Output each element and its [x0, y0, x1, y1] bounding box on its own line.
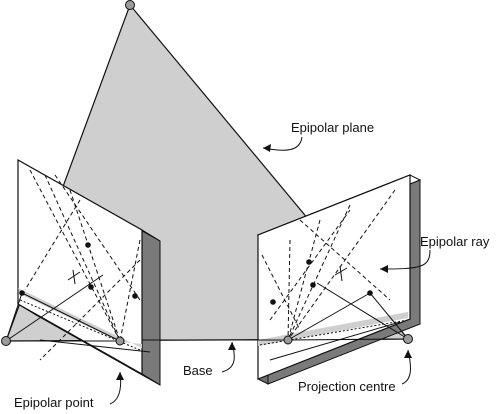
right-image-point-1 — [270, 299, 276, 305]
label-base: Base — [183, 363, 213, 378]
left-epipolar-point-node — [115, 336, 125, 346]
left-projection-centre-node — [1, 336, 11, 346]
left-image-plane-strip — [18, 288, 142, 348]
left-image-point-3 — [88, 284, 94, 290]
left-image-point-2 — [85, 242, 91, 248]
right-image-point-2 — [306, 259, 312, 265]
label-epipolar-plane: Epipolar plane — [291, 120, 374, 135]
right-epipolar-point-node — [283, 335, 293, 345]
right-image-point-3 — [310, 282, 316, 288]
label-projection-centre: Projection centre — [298, 379, 396, 394]
epipolar-point-arrowhead — [116, 372, 124, 380]
left-image-lines — [5, 169, 151, 361]
object-point-node — [125, 0, 135, 10]
right-image-point-4 — [367, 290, 373, 296]
base-arrowhead — [228, 342, 236, 350]
left-image-point-4 — [132, 293, 138, 299]
right-image-point-cross — [334, 265, 348, 282]
left-image-point-cross — [67, 269, 81, 285]
epipolar-plane-arrowhead — [263, 144, 271, 152]
left-image-board — [17, 158, 161, 386]
label-epipolar-point: Epipolar point — [14, 395, 94, 410]
label-epipolar-ray: Epipolar ray — [420, 234, 490, 249]
right-image-plane-strip — [258, 312, 408, 346]
plane-base-edge-right — [287, 338, 409, 341]
epipolar-ray-arrow — [379, 249, 431, 270]
epipolar-ray-arrowhead — [380, 265, 388, 273]
right-projection-centre-node — [403, 334, 413, 344]
left-image-point-1 — [19, 290, 25, 296]
projection-centre-arrowhead — [404, 350, 412, 358]
